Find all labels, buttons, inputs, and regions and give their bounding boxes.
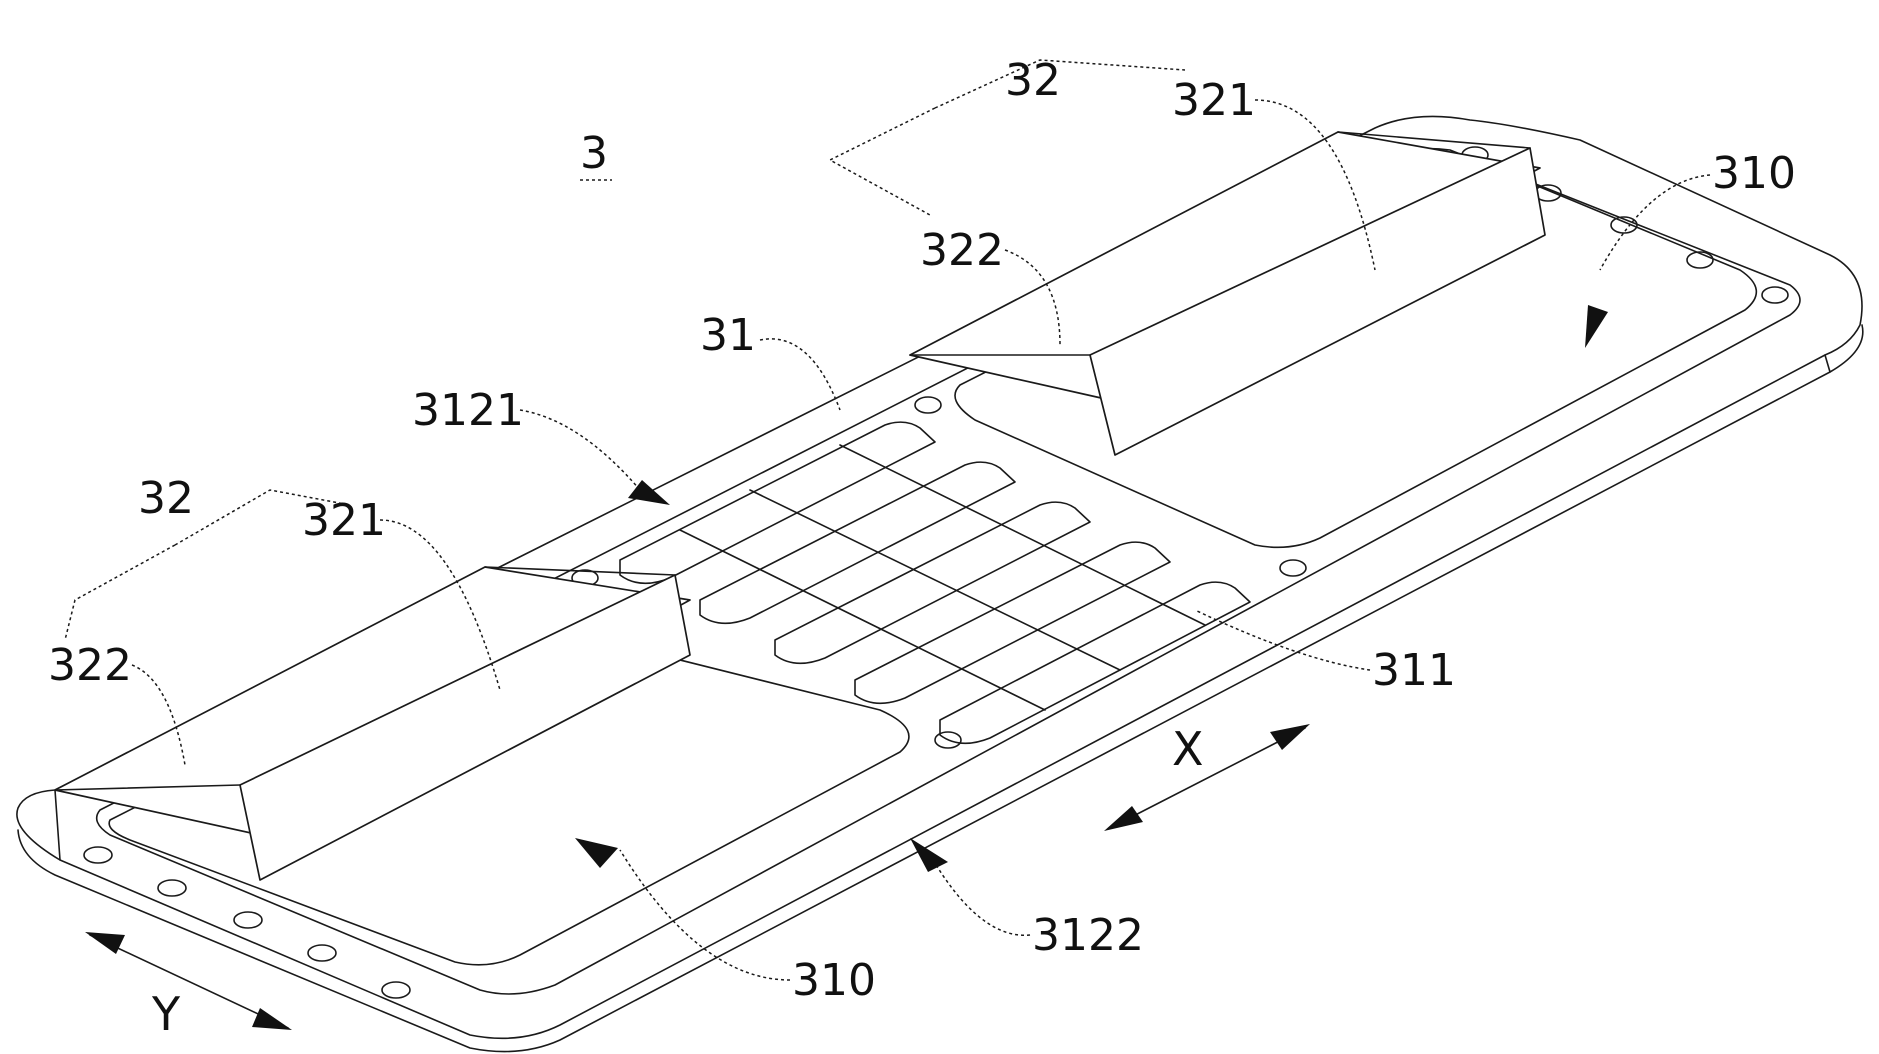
grid-slots <box>620 422 1250 743</box>
label-3122: 3122 <box>1032 910 1144 961</box>
label-31: 31 <box>700 310 756 361</box>
label-310-top: 310 <box>1712 148 1796 199</box>
left-block <box>55 567 690 880</box>
axis-x-label: X <box>1172 722 1204 776</box>
label-321-top: 321 <box>1172 75 1256 126</box>
label-310-bottom: 310 <box>792 955 876 1006</box>
label-311: 311 <box>1372 645 1456 696</box>
label-32-left: 32 <box>138 473 194 524</box>
label-322-top: 322 <box>920 225 1004 276</box>
label-322-left: 322 <box>48 640 132 691</box>
label-32-top: 32 <box>1005 55 1061 106</box>
axis-y-label: Y <box>151 987 181 1041</box>
label-321-left: 321 <box>302 495 386 546</box>
label-3121: 3121 <box>412 385 524 436</box>
right-block <box>910 132 1545 455</box>
main-reference-label: 3 <box>580 128 608 179</box>
